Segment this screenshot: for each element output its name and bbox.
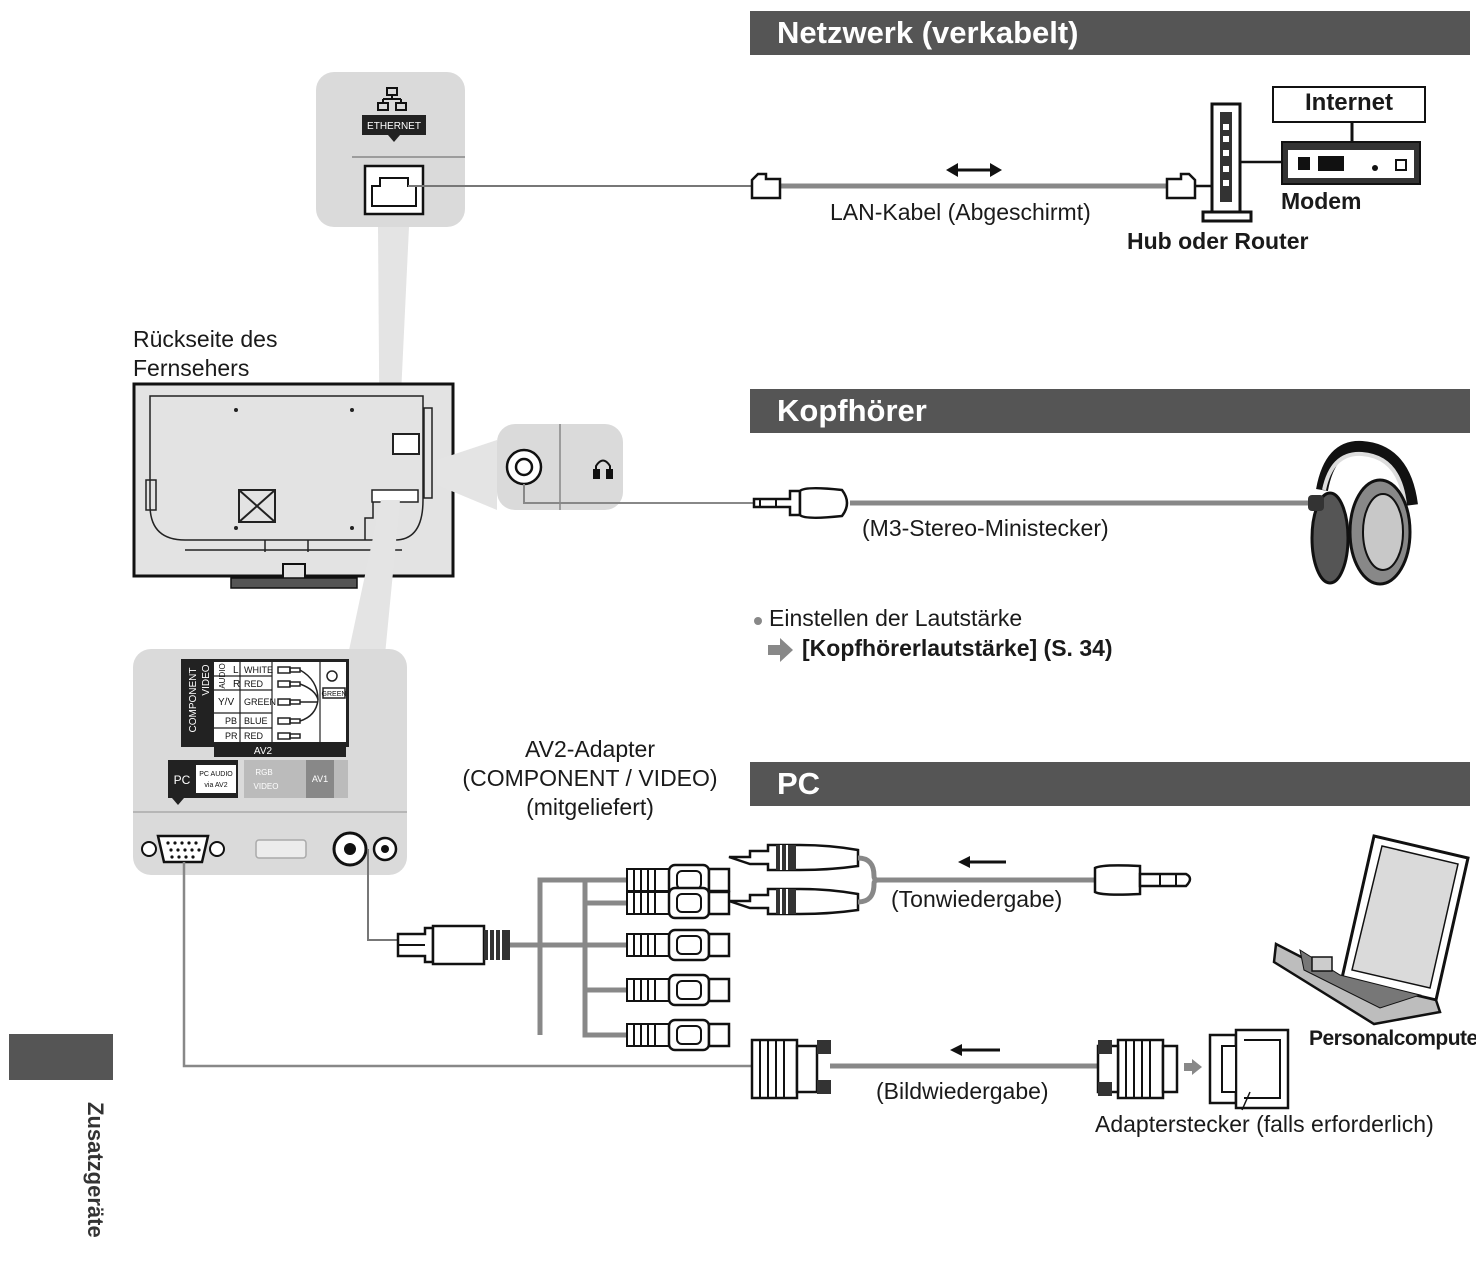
headphone-cable: [523, 484, 1315, 519]
yv-label: Y/V: [218, 697, 234, 708]
bullet-icon: [754, 617, 762, 625]
hub-router-device: [1195, 102, 1282, 223]
white-label: WHITE: [244, 665, 273, 675]
laptop-device: [1272, 834, 1470, 1026]
tv-back: [132, 382, 455, 589]
green-label: GREEN: [244, 697, 276, 707]
side-tab-label: Zusatzgeräte: [83, 1102, 108, 1238]
av2-adapter-cable: [510, 877, 627, 1038]
left-arrow-icon-2: [950, 1044, 1000, 1056]
av2-plug: [396, 924, 510, 966]
vesa-mount-icon: [238, 489, 276, 523]
ethernet-port: [363, 164, 425, 216]
volume-note: Einstellen der Lautstärke: [769, 605, 1023, 631]
audio-label: AUDIO: [218, 663, 227, 688]
video-playback-label: (Bildwiedergabe): [876, 1078, 1049, 1104]
component-label: COMPONENT: [188, 668, 199, 733]
headphone-panel: [437, 424, 623, 510]
r-label: R: [233, 679, 240, 690]
ethernet-badge: [362, 115, 426, 135]
side-tab: [9, 1034, 113, 1080]
headphone-icon: [593, 459, 613, 479]
av2-adapter-label-line1: AV2-Adapter: [525, 736, 655, 762]
bidirectional-arrow-icon: [946, 163, 1002, 177]
vga-cable: [182, 862, 1202, 1100]
hdmi-port: [255, 839, 307, 859]
volume-reference: [Kopfhörerlautstärke] (S. 34): [802, 635, 1113, 661]
pc-audio-label: PC AUDIO: [199, 771, 233, 778]
av-panel-callout: COMPONENT VIDEO AUDIO L R Y/V PB PR WHIT…: [133, 500, 407, 875]
l-label: L: [233, 665, 239, 676]
rgb-label: RGB: [255, 768, 272, 777]
section-header-network: Netzwerk (verkabelt): [750, 11, 1470, 55]
hub-router-label: Hub oder Router: [1127, 228, 1309, 254]
personal-computer-label: Personalcomputer: [1309, 1027, 1476, 1050]
modem-device: [1272, 86, 1426, 185]
network-icon: [377, 87, 407, 111]
av2-adapter-label-line3: (mitgeliefert): [526, 794, 654, 820]
av-jack: [332, 831, 398, 867]
right-arrow-icon: [1184, 1059, 1202, 1075]
adapter-plug: [1208, 1028, 1290, 1111]
lan-cable: [408, 163, 1197, 200]
stereo-plug-label: (M3-Stereo-Ministecker): [862, 515, 1109, 541]
headphones-device: [1308, 440, 1418, 586]
tv-back-label-line2: Fernsehers: [133, 355, 250, 381]
av2-adapter-label-line2: (COMPONENT / VIDEO): [462, 765, 718, 791]
green-port-label: GREEN: [322, 691, 347, 698]
pb-label: PB: [225, 716, 237, 726]
lan-cable-label: LAN-Kabel (Abgeschirmt): [830, 199, 1091, 225]
red-label: RED: [244, 679, 264, 689]
adapter-plug-label: Adapterstecker (falls erforderlich): [1095, 1111, 1434, 1137]
via-av2-label: via AV2: [204, 782, 227, 789]
av2-label: AV2: [254, 746, 273, 757]
tv-back-label-line1: Rückseite des: [133, 326, 278, 352]
pc-label: PC: [174, 773, 191, 787]
section-header-pc: PC: [750, 762, 1470, 806]
video-in-label: VIDEO: [254, 782, 279, 791]
pr-label: PR: [225, 731, 238, 741]
left-arrow-icon: [958, 856, 1006, 868]
audio-playback-label: (Tonwiedergabe): [891, 886, 1063, 912]
reference-arrow-icon: [768, 638, 793, 662]
video-label: VIDEO: [201, 664, 212, 695]
modem-label: Modem: [1281, 188, 1362, 214]
red-label-2: RED: [244, 731, 264, 741]
vga-port: [141, 834, 225, 864]
ethernet-badge-label: ETHERNET: [367, 121, 421, 132]
ethernet-panel: ETHERNET: [316, 72, 465, 500]
av1-label: AV1: [312, 774, 328, 784]
section-header-headphones: Kopfhörer: [750, 389, 1470, 433]
audio-y-cable: [728, 843, 1192, 916]
internet-label: Internet: [1304, 89, 1393, 116]
rca-connectors: [626, 863, 731, 1052]
blue-label: BLUE: [244, 716, 268, 726]
